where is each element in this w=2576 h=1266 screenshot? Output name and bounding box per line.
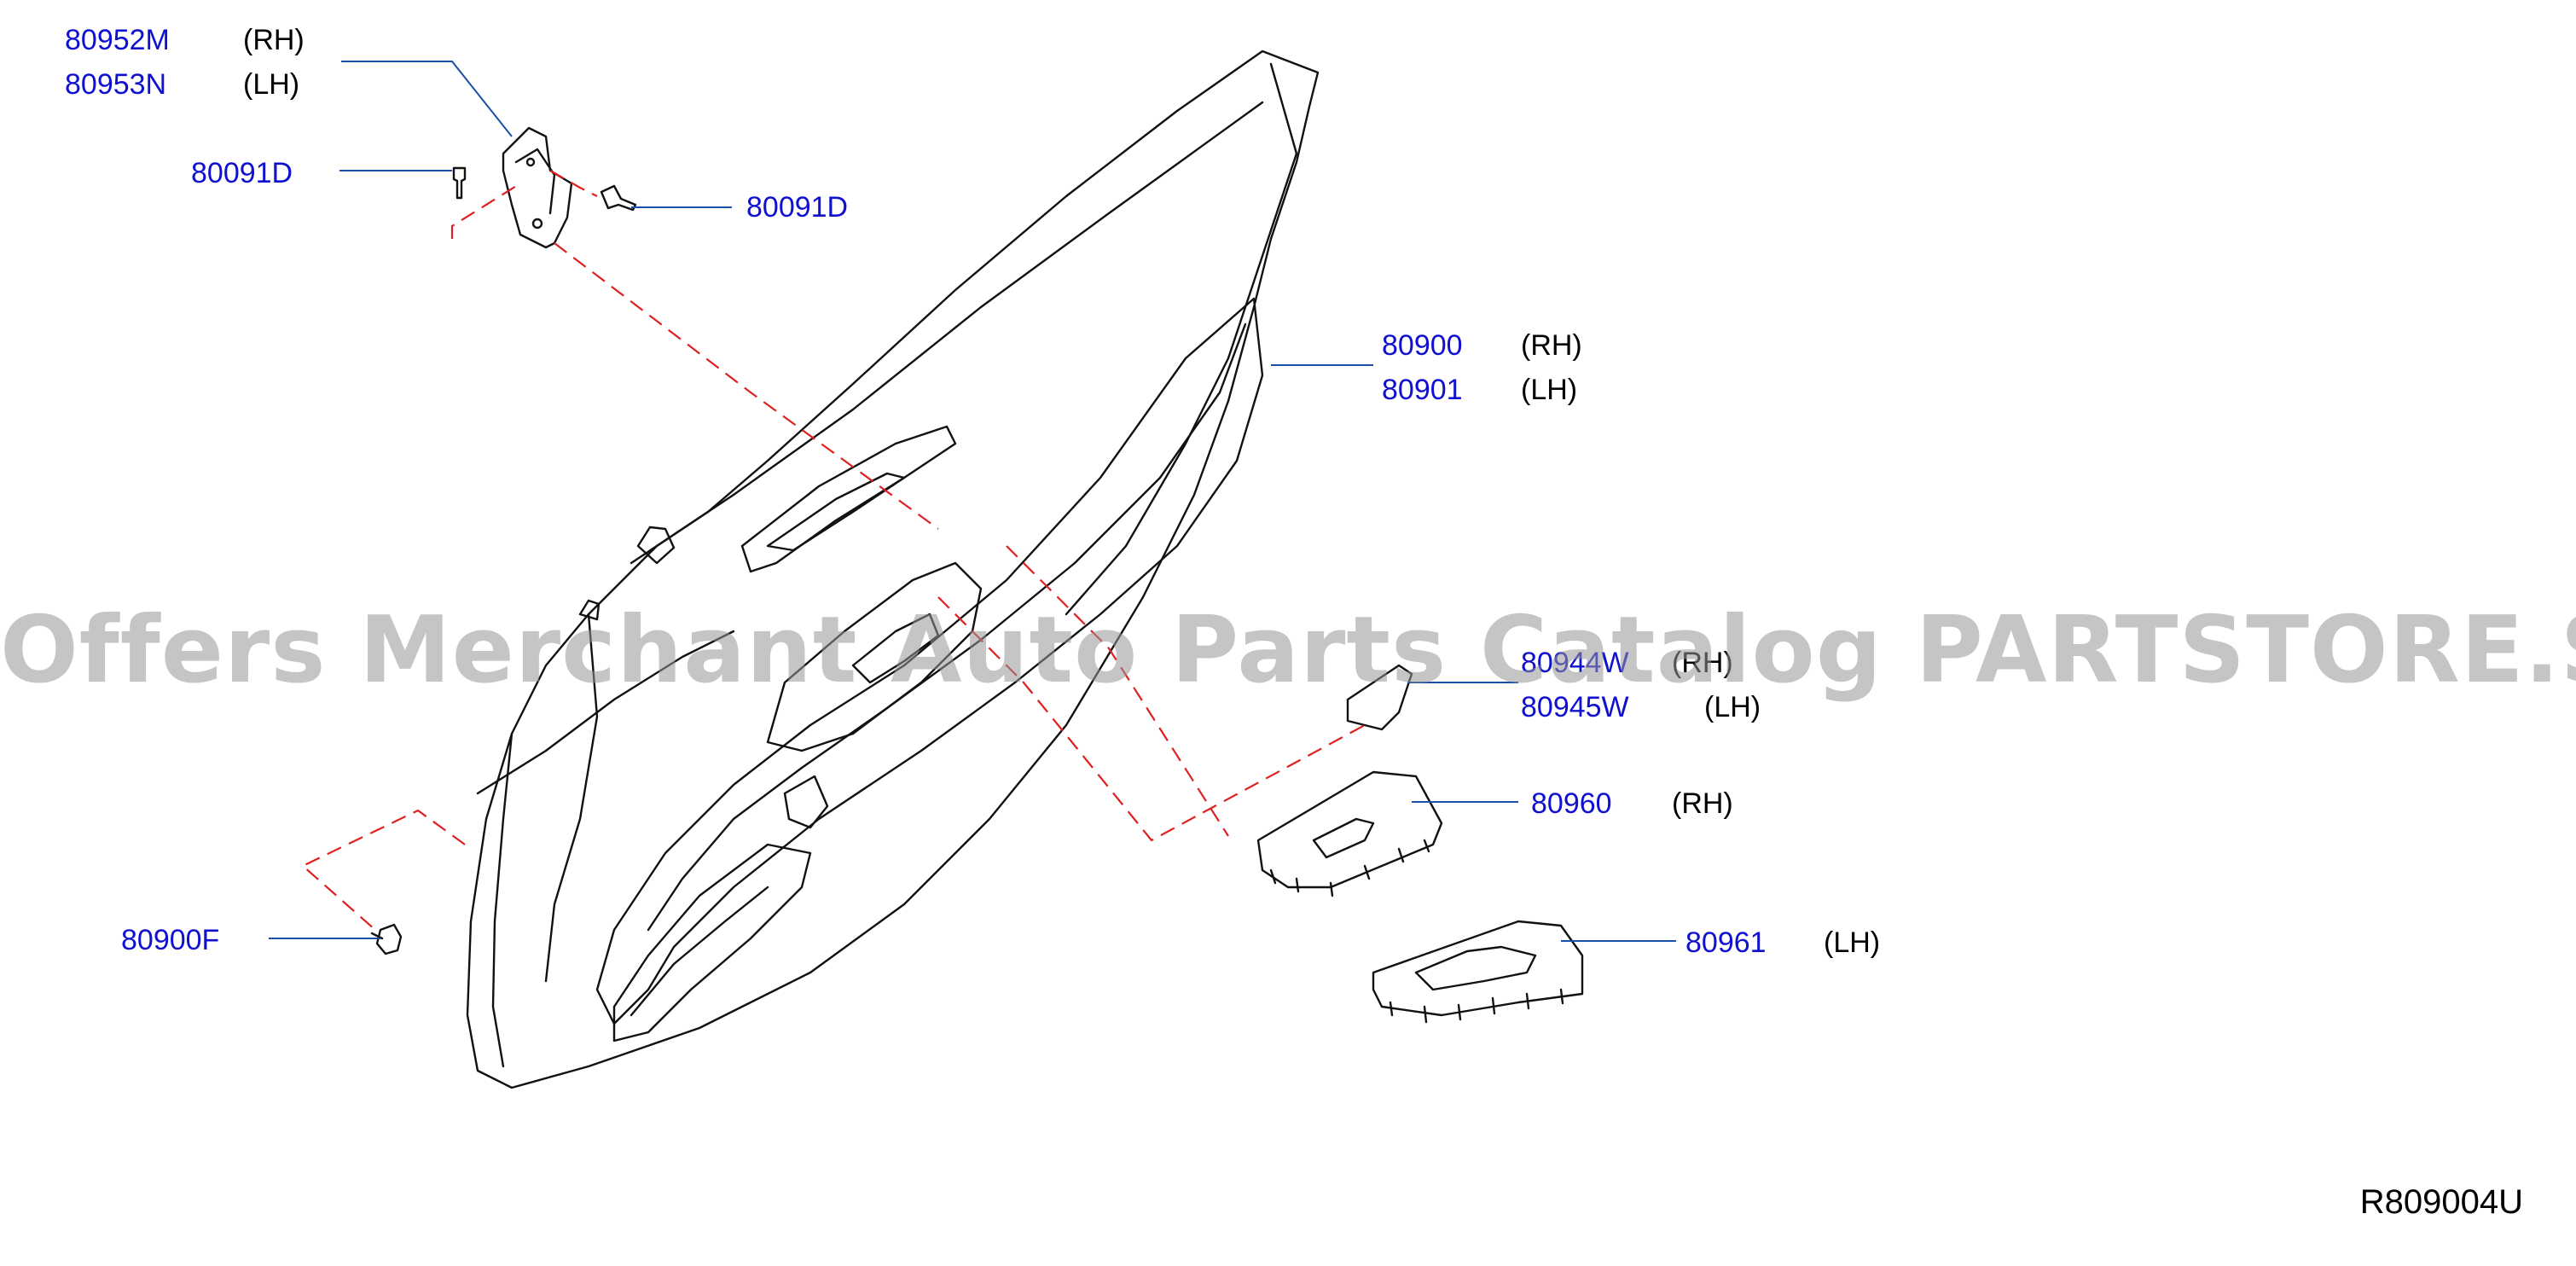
leader-80952M — [341, 61, 513, 137]
handle-bracket-tab — [783, 775, 829, 829]
window-switch-lh — [1372, 920, 1584, 1017]
door-panel-outline — [466, 49, 1320, 1089]
bracket-hole — [531, 218, 543, 229]
side-lh: (LH) — [243, 68, 300, 101]
handle-inner — [766, 472, 906, 552]
window-switch-rh-key — [1312, 817, 1375, 859]
screw-right — [600, 184, 637, 212]
part-number-80961[interactable]: 80961 — [1685, 926, 1767, 959]
armrest — [595, 297, 1264, 1025]
part-number-80900[interactable]: 80900 — [1382, 329, 1463, 362]
part-number-80952M[interactable]: 80952M — [65, 24, 170, 56]
side-lh: (LH) — [1824, 926, 1881, 959]
map-pocket — [612, 843, 812, 1042]
switch-finisher — [1346, 664, 1413, 731]
lower-seam — [476, 630, 735, 795]
upper-rail — [1065, 62, 1298, 616]
part-number-80960[interactable]: 80960 — [1531, 787, 1612, 820]
armrest-inner — [647, 322, 1247, 932]
reinforcement-bracket — [502, 126, 573, 249]
part-number-80944W[interactable]: 80944W — [1521, 647, 1629, 679]
part-number-80945W[interactable]: 80945W — [1521, 691, 1629, 723]
part-number-80953N[interactable]: 80953N — [65, 68, 167, 101]
window-switch-lh-keys — [1414, 945, 1537, 991]
window-switch-lh-legs — [1389, 988, 1564, 1024]
part-number-80901[interactable]: 80901 — [1382, 374, 1463, 406]
panel-clip — [636, 526, 676, 565]
hidden-line-switch-2 — [1006, 545, 1229, 837]
part-number-80091D-left[interactable]: 80091D — [191, 157, 293, 189]
part-number-80091D-right[interactable]: 80091D — [746, 191, 849, 224]
screw-left — [452, 166, 467, 200]
inner-left-edge — [544, 613, 599, 983]
upper-rail-inner — [629, 101, 1264, 565]
window-switch-rh-legs — [1269, 839, 1430, 897]
map-pocket-inner — [629, 886, 769, 1017]
side-lh: (LH) — [1521, 374, 1578, 406]
side-lh: (LH) — [1704, 691, 1761, 723]
hidden-line-bracket-to-panel — [554, 242, 939, 530]
side-rh: (RH) — [243, 24, 305, 56]
left-seam — [491, 732, 513, 1068]
watermark: Offers Merchant Auto Parts Catalog PARTS… — [0, 597, 2576, 704]
hidden-line-clip — [301, 809, 466, 931]
side-rh: (RH) — [1672, 647, 1733, 679]
bracket-hole-upper — [525, 157, 536, 167]
trim-clip — [375, 923, 403, 955]
side-rh: (RH) — [1672, 787, 1733, 820]
handle-bezel — [740, 425, 957, 573]
handle-lever — [851, 613, 940, 684]
diagram-code: R809004U — [2359, 1183, 2523, 1221]
bracket-fold — [514, 148, 556, 215]
hidden-line-bracket — [450, 183, 521, 239]
hidden-line-bracket-right — [549, 170, 598, 197]
part-number-80900F[interactable]: 80900F — [121, 924, 220, 956]
hidden-line-switch — [937, 596, 1366, 842]
panel-clip-small — [578, 599, 600, 621]
window-switch-rh — [1256, 770, 1443, 889]
side-rh: (RH) — [1521, 329, 1582, 362]
